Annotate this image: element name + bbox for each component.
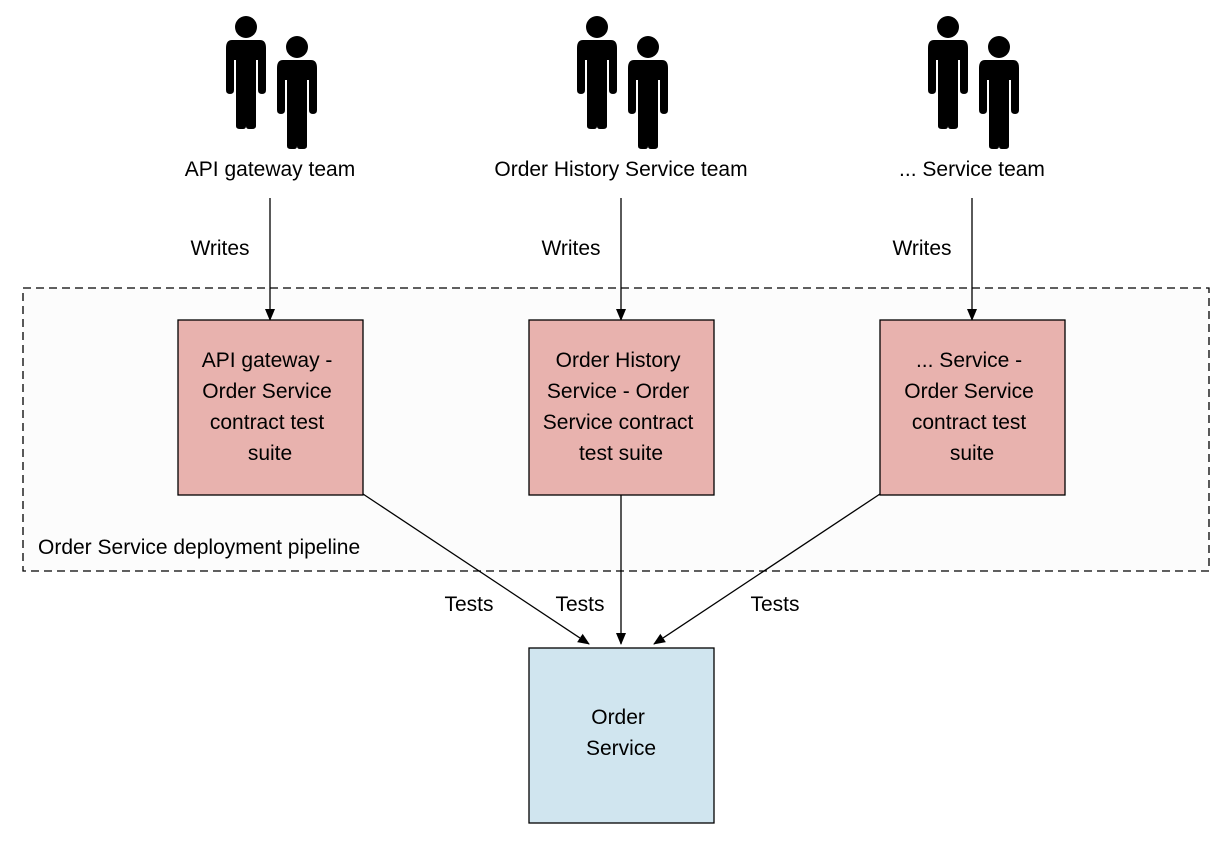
suite-text: API gateway - Order Service contract tes… [202,349,339,465]
team-other-service: ... Service team [899,16,1045,181]
team-label: API gateway team [185,158,355,181]
tests-label: Tests [444,593,493,616]
team-label: Order History Service team [494,158,747,181]
order-service-box: Order Service [528,647,715,824]
team-icon [928,16,1019,149]
suite-box-api-gateway: API gateway - Order Service contract tes… [177,319,364,496]
tests-arrow [362,493,590,645]
service-text: Order Service [586,706,656,760]
suite-text: Order History Service - Order Service co… [543,349,699,465]
team-api-gateway: API gateway team [185,16,355,181]
team-order-history: Order History Service team [494,16,748,181]
tests-label: Tests [555,593,604,616]
team-label: ... Service team [899,158,1045,181]
writes-label: Writes [892,237,951,260]
team-icon [577,16,668,149]
writes-label: Writes [190,237,249,260]
tests-label: Tests [750,593,799,616]
team-icon [226,16,317,149]
suite-box-order-history: Order History Service - Order Service co… [528,319,715,496]
suite-box-other-service: ... Service - Order Service contract tes… [879,319,1066,496]
writes-label: Writes [541,237,600,260]
suite-text: ... Service - Order Service contract tes… [904,349,1039,465]
tests-arrow [653,493,881,645]
pipeline-label: Order Service deployment pipeline [38,536,360,559]
